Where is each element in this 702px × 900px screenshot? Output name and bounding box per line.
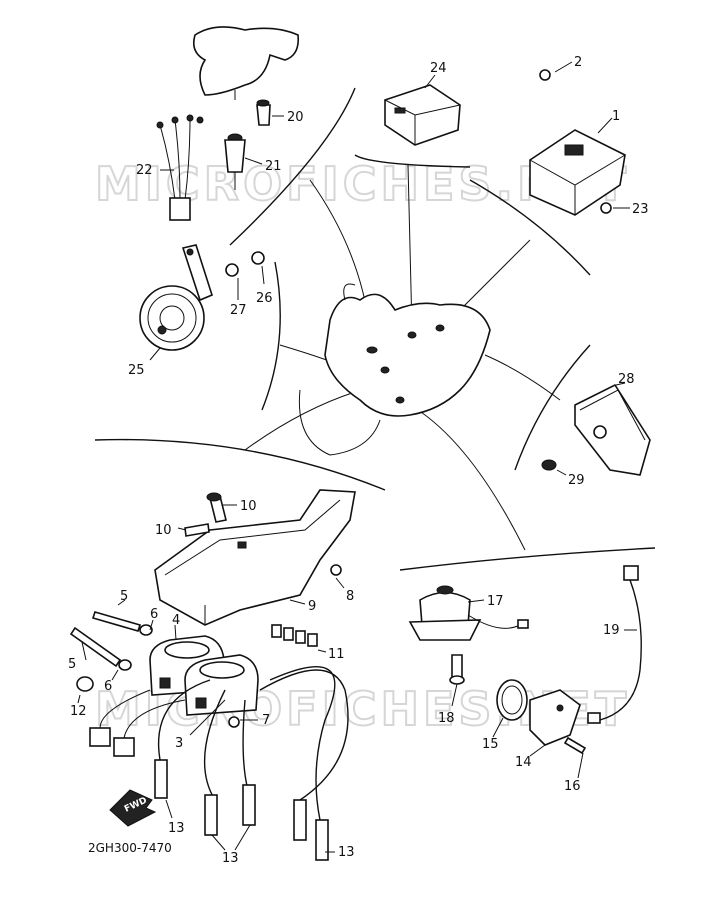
bracket-right-light xyxy=(514,344,591,471)
callout-25: 25 xyxy=(128,363,145,378)
leader-coil xyxy=(244,391,356,451)
fwd-arrow: FWD xyxy=(109,789,157,827)
callout-16: 16 xyxy=(564,779,581,794)
callout-24: 24 xyxy=(430,61,447,76)
part-22-21-20-switch-cluster xyxy=(156,26,300,221)
callout-19: 19 xyxy=(603,623,620,638)
callout-5b: 5 xyxy=(68,657,76,672)
bracket-coil-section xyxy=(94,438,386,491)
callout-2: 2 xyxy=(574,55,582,70)
callout-1: 1 xyxy=(612,109,620,124)
frame-assembly xyxy=(298,283,491,456)
part-25-horn xyxy=(139,244,265,351)
leader-light xyxy=(484,354,561,401)
callout-4: 4 xyxy=(172,613,180,628)
callout-23: 23 xyxy=(632,202,649,217)
callout-22: 22 xyxy=(136,163,153,178)
callout-5a: 5 xyxy=(120,589,128,604)
part-4-ignition-coils xyxy=(69,611,318,757)
callout-27: 27 xyxy=(230,303,247,318)
part-9-coil-bracket xyxy=(154,489,356,626)
callout-13b: 13 xyxy=(222,851,239,866)
callout-18: 18 xyxy=(438,711,455,726)
callout-11: 11 xyxy=(328,647,345,662)
callout-13a: 13 xyxy=(168,821,185,836)
callout-13c: 13 xyxy=(338,845,355,860)
callout-21: 21 xyxy=(265,159,282,174)
bracket-top-center xyxy=(354,154,471,168)
callout-10b: 10 xyxy=(155,523,172,538)
part-14-cover xyxy=(496,679,587,755)
callout-6a: 6 xyxy=(150,607,158,622)
leader-sensor xyxy=(409,404,526,551)
part-28-rear-light xyxy=(541,383,651,476)
callout-28: 28 xyxy=(618,372,635,387)
callout-8: 8 xyxy=(346,589,354,604)
callout-26: 26 xyxy=(256,291,273,306)
part-1-cdi-unit xyxy=(529,69,626,216)
callout-12: 12 xyxy=(70,704,87,719)
callout-15: 15 xyxy=(482,737,499,752)
part-24-relay xyxy=(384,84,461,146)
part-17-sensor xyxy=(408,585,529,685)
callout-20: 20 xyxy=(287,110,304,125)
callout-9: 9 xyxy=(308,599,316,614)
callout-29: 29 xyxy=(568,473,585,488)
bracket-top-left xyxy=(229,87,356,246)
callout-14: 14 xyxy=(515,755,532,770)
part-13-plug-leads xyxy=(154,666,349,861)
bracket-top-right xyxy=(469,179,591,276)
reference-code: 2GH300-7470 xyxy=(88,841,172,855)
bracket-left-horn xyxy=(261,261,281,411)
callout-10a: 10 xyxy=(240,499,257,514)
callout-7: 7 xyxy=(262,713,270,728)
part-19-sensor-wire xyxy=(587,565,642,724)
callout-17: 17 xyxy=(487,594,504,609)
callout-6b: 6 xyxy=(104,679,112,694)
callout-3: 3 xyxy=(175,736,183,751)
bracket-sensor-section xyxy=(399,547,656,571)
callout-leaders xyxy=(77,61,637,853)
leader-relay xyxy=(407,164,413,331)
